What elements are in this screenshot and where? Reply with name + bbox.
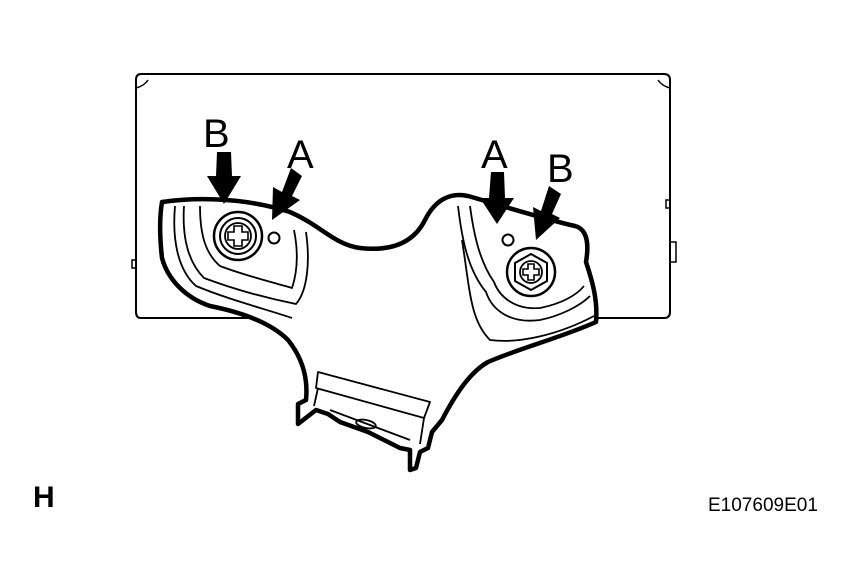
callout-label-a-right: A bbox=[481, 133, 508, 177]
left-pin-hole bbox=[267, 231, 281, 245]
callout-arrows bbox=[207, 152, 561, 240]
callout-label-b-left: B bbox=[203, 112, 230, 156]
arrow-down-icon bbox=[207, 152, 241, 204]
figure-code: E107609E01 bbox=[708, 495, 818, 516]
view-letter: H bbox=[33, 481, 55, 514]
callout-label-a-left: A bbox=[287, 133, 314, 177]
heat-shield-bracket bbox=[157, 192, 599, 473]
right-pin-hole bbox=[501, 233, 515, 247]
housing-plate bbox=[131, 73, 677, 319]
arrow-down-icon bbox=[480, 172, 514, 224]
callout-label-b-right: B bbox=[547, 147, 574, 191]
phillips-head-icon bbox=[522, 263, 540, 281]
arrow-down-left-icon bbox=[533, 186, 561, 240]
arrow-down-left-icon bbox=[272, 168, 302, 220]
left-bolt bbox=[212, 210, 264, 262]
right-bolt bbox=[505, 246, 557, 298]
phillips-head-icon bbox=[227, 225, 249, 247]
